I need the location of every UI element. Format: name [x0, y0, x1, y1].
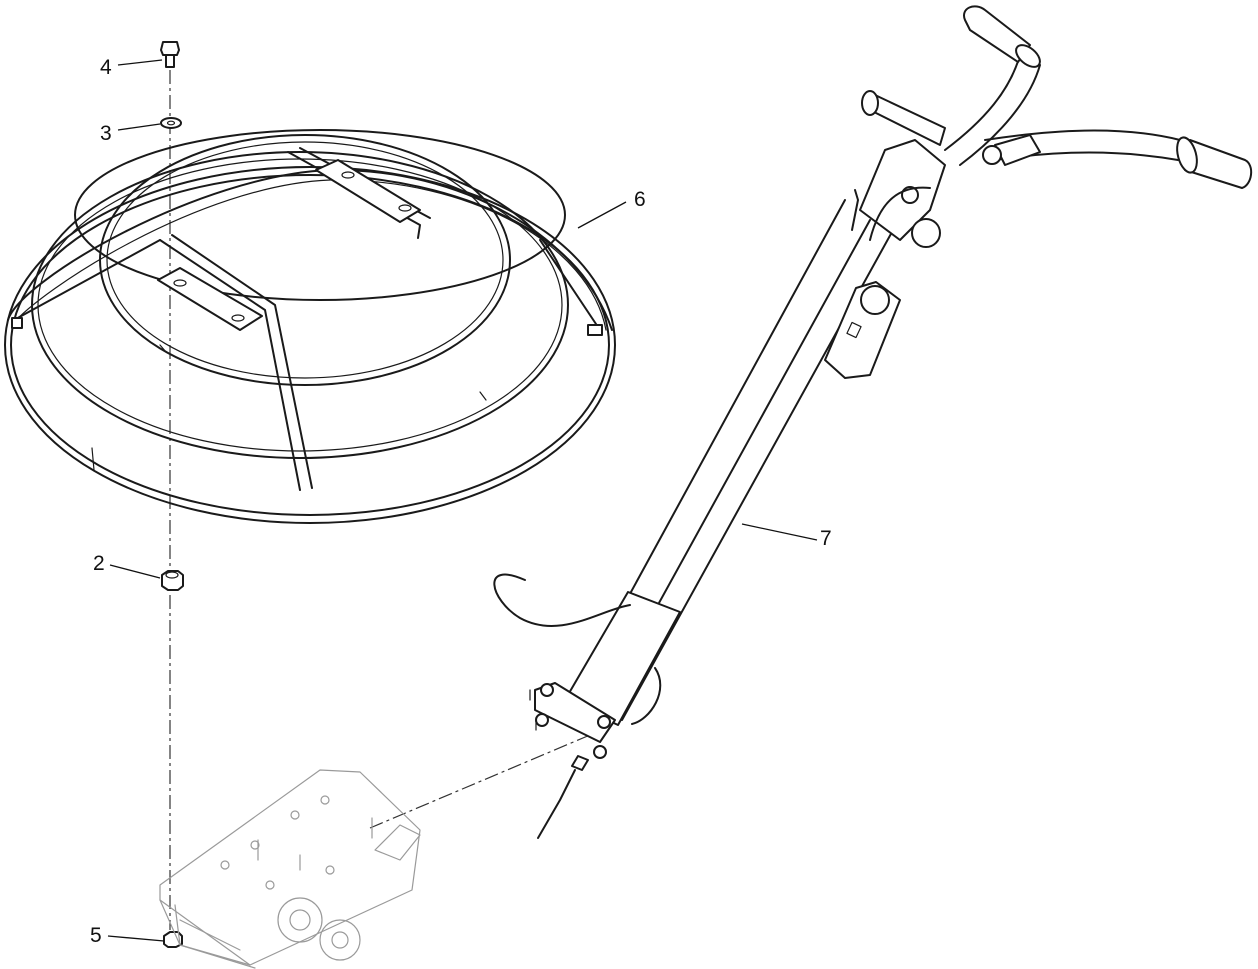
callout-4: 4 — [100, 56, 112, 79]
callout-5: 5 — [90, 924, 102, 947]
guard-ring-part — [4, 129, 616, 524]
assembly-axis-cable — [369, 734, 591, 829]
callout-6: 6 — [634, 188, 646, 211]
leader-line-6 — [577, 201, 627, 229]
leader-line-4 — [117, 59, 163, 66]
bolt-part — [160, 41, 180, 68]
gearbox-base-ghost — [159, 769, 421, 969]
nut-part — [161, 570, 184, 591]
callout-3: 3 — [100, 122, 112, 145]
callout-2: 2 — [93, 552, 105, 575]
leader-line-2 — [109, 564, 161, 579]
washer-part — [160, 117, 182, 129]
leader-line-7 — [741, 523, 818, 541]
leader-line-3 — [117, 123, 161, 131]
leader-lines — [107, 59, 818, 942]
callout-7: 7 — [820, 527, 832, 550]
lower-nut-part — [163, 931, 183, 948]
handle-assembly-part — [493, 5, 1253, 839]
leader-line-5 — [107, 935, 165, 942]
